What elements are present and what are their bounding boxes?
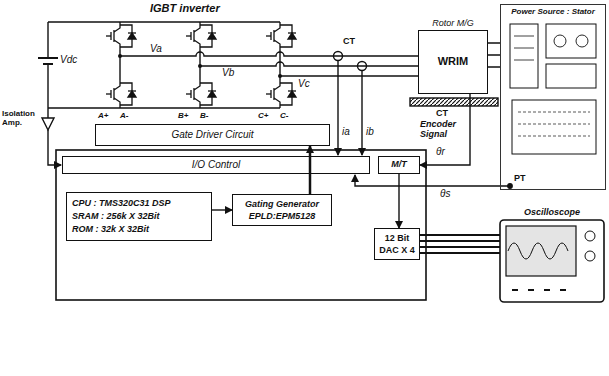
mt-box: M/T: [378, 156, 420, 174]
sense-wire: [48, 130, 61, 165]
label-text: ib: [366, 126, 374, 137]
node-title: 12 Bit DAC X 4: [377, 232, 417, 256]
label-text: A-: [120, 111, 128, 120]
gating-box: Gating GeneratorEPLD:EPM5128: [232, 194, 332, 226]
igbt-switch: [186, 22, 216, 50]
connector: [212, 209, 232, 210]
label-text: CT: [436, 108, 448, 118]
battery-plate: [38, 57, 58, 59]
junction-dot: [278, 74, 282, 78]
controller-board: [56, 150, 426, 300]
phase-wire: [120, 52, 418, 56]
label-text: CT: [343, 36, 355, 46]
battery-plate: [43, 63, 53, 65]
node-title: Gate Driver Circuit: [96, 125, 329, 144]
cabinet-figure: [510, 24, 538, 88]
cpu-box: CPU : TMS320C31 DSPSRAM : 256k X 32BitRO…: [66, 192, 212, 241]
node-text: WRIM: [419, 31, 487, 91]
connector: [420, 235, 500, 253]
junction-dot: [198, 64, 202, 68]
bench-figure: [512, 100, 596, 154]
junction-dot: [118, 54, 122, 58]
label-text: Va: [150, 43, 162, 54]
phase-wire: [200, 62, 418, 66]
meter-panel-figure: [546, 24, 596, 58]
phase-wire: [280, 75, 418, 76]
node-text: ROM : 32k X 32Bit: [72, 223, 206, 236]
sense-wire: [355, 175, 508, 186]
label-text: A+: [98, 111, 108, 120]
node-title: Oscilloscope: [500, 206, 604, 218]
power-source-panel: Power Source : Stator: [500, 4, 606, 190]
current-transformer: [358, 62, 367, 71]
dac-box: 12 Bit DAC X 4: [374, 228, 420, 260]
node-title: CPU : TMS320C31 DSP: [72, 197, 206, 210]
igbt-switch: [186, 80, 216, 108]
connector: [398, 174, 399, 228]
meter-figure: [576, 35, 588, 47]
sense-wire: [361, 71, 362, 155]
isolation-amp-symbol: [42, 118, 54, 130]
probe-inputs: [512, 289, 566, 291]
dc-bus-top: [48, 21, 280, 22]
supply-figure: [546, 64, 596, 88]
node-text: EPLD:EPM5128: [235, 210, 329, 222]
machine-box: Rotor M/GWRIM: [418, 16, 488, 94]
edge-label: Encoder Signal: [420, 120, 466, 140]
label-text: B-: [200, 111, 208, 120]
igbt-switch: [266, 22, 296, 50]
driver-box: Gate Driver Circuit: [95, 124, 330, 146]
igbt-switch: [106, 22, 136, 50]
node-title: Rotor M/G: [418, 16, 488, 30]
label-text: PT: [514, 173, 526, 183]
leg-wire: [120, 50, 280, 80]
sense-wire: [47, 108, 48, 118]
node-text: SRAM : 256k X 32Bit: [72, 210, 206, 223]
waveform: [508, 243, 568, 259]
label-text: C-: [280, 111, 288, 120]
dc-bus-bottom: [48, 107, 280, 108]
label-text: IGBT inverter: [150, 2, 220, 14]
bench-figure: [518, 112, 590, 136]
connector: [309, 146, 312, 194]
label-text: ia: [342, 126, 350, 137]
label-text: Vb: [222, 67, 234, 78]
shaft-coupling: [410, 98, 498, 106]
oscilloscope-screen: [506, 226, 576, 276]
machine-frame: WRIM: [418, 30, 488, 94]
pt-symbol: [508, 184, 512, 188]
node-title: M/T: [379, 157, 419, 172]
label-text: Isolation Amp.: [2, 110, 42, 128]
label-text: θr: [436, 146, 445, 157]
label-text: Vc: [298, 78, 310, 89]
knob: [585, 251, 595, 261]
cabinet-figure: [514, 36, 534, 60]
sense-wire: [337, 61, 338, 155]
label-text: B+: [178, 111, 188, 120]
igbt-switch: [266, 80, 296, 108]
connector: [488, 43, 500, 67]
knob: [585, 231, 595, 241]
current-transformer: [334, 52, 343, 61]
node-title: I/O Control: [63, 157, 369, 172]
igbt-switch: [106, 80, 136, 108]
connector: [420, 94, 470, 165]
label-text: C+: [258, 111, 268, 120]
node-title: Gating Generator: [235, 198, 329, 210]
io-box: I/O Control: [62, 156, 370, 174]
label-text: θs: [440, 188, 450, 199]
label-text: Vdc: [60, 54, 77, 65]
meter-figure: [554, 35, 566, 47]
oscilloscope: Oscilloscope: [500, 206, 604, 302]
oscilloscope-body: [500, 220, 604, 302]
node-title: Power Source : Stator: [501, 5, 605, 17]
